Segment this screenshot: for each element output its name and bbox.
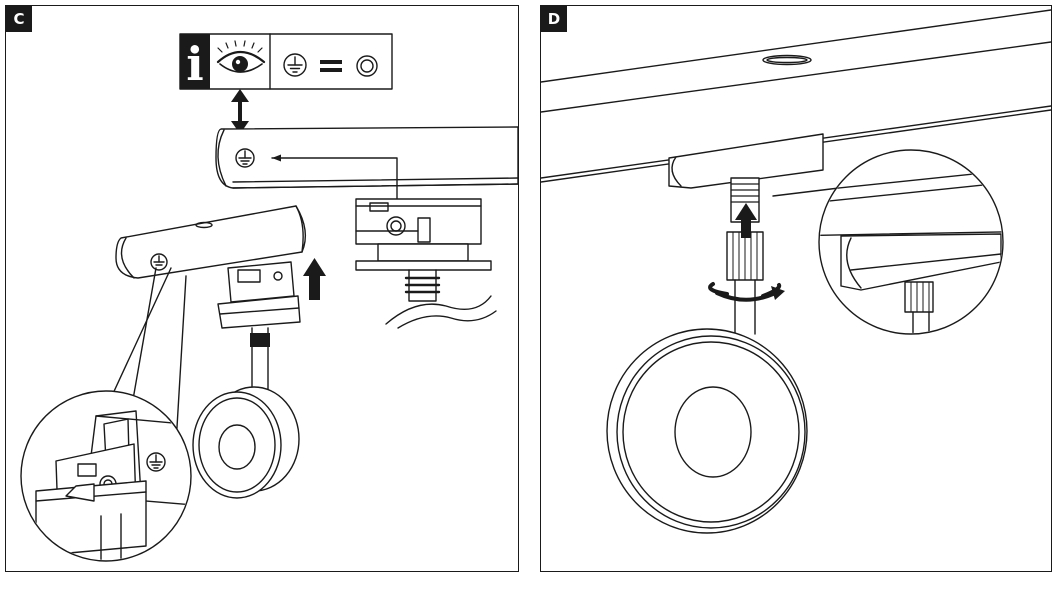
rail-section-middle: [115, 205, 307, 279]
ring-contact-icon: [356, 55, 378, 77]
step-c-panel: C i: [5, 5, 519, 572]
up-arrow-icon: [303, 258, 326, 300]
step-d-illustration: [541, 9, 1051, 534]
lamp-head: [192, 386, 300, 499]
eye-icon: [216, 40, 266, 73]
equals-icon: [320, 60, 342, 72]
step-c-illustration: i: [20, 33, 518, 562]
magnifier-detail: [772, 149, 1004, 335]
lamp-stem: [726, 177, 764, 335]
adapter-detail: [355, 198, 497, 329]
ground-symbol-icon: [235, 148, 255, 168]
magnifier-detail: ⏚ L N: [20, 390, 192, 562]
rail-section: [541, 9, 1051, 183]
ground-symbol-icon: [150, 253, 168, 271]
lamp-stem: [250, 327, 270, 395]
step-d-panel: D: [540, 5, 1052, 572]
lamp-head: [606, 328, 808, 534]
ground-symbol-icon: [146, 452, 166, 472]
step-d-label: D: [541, 6, 567, 32]
info-box: i: [179, 33, 393, 91]
ground-symbol-icon: [283, 53, 307, 77]
info-glyph: i: [186, 37, 203, 91]
spot-adapter: [217, 261, 301, 329]
up-arrow-icon: [735, 203, 757, 238]
step-c-label: C: [6, 6, 32, 32]
rotate-arrow-icon: [708, 282, 785, 302]
double-arrow-icon: [231, 89, 249, 134]
